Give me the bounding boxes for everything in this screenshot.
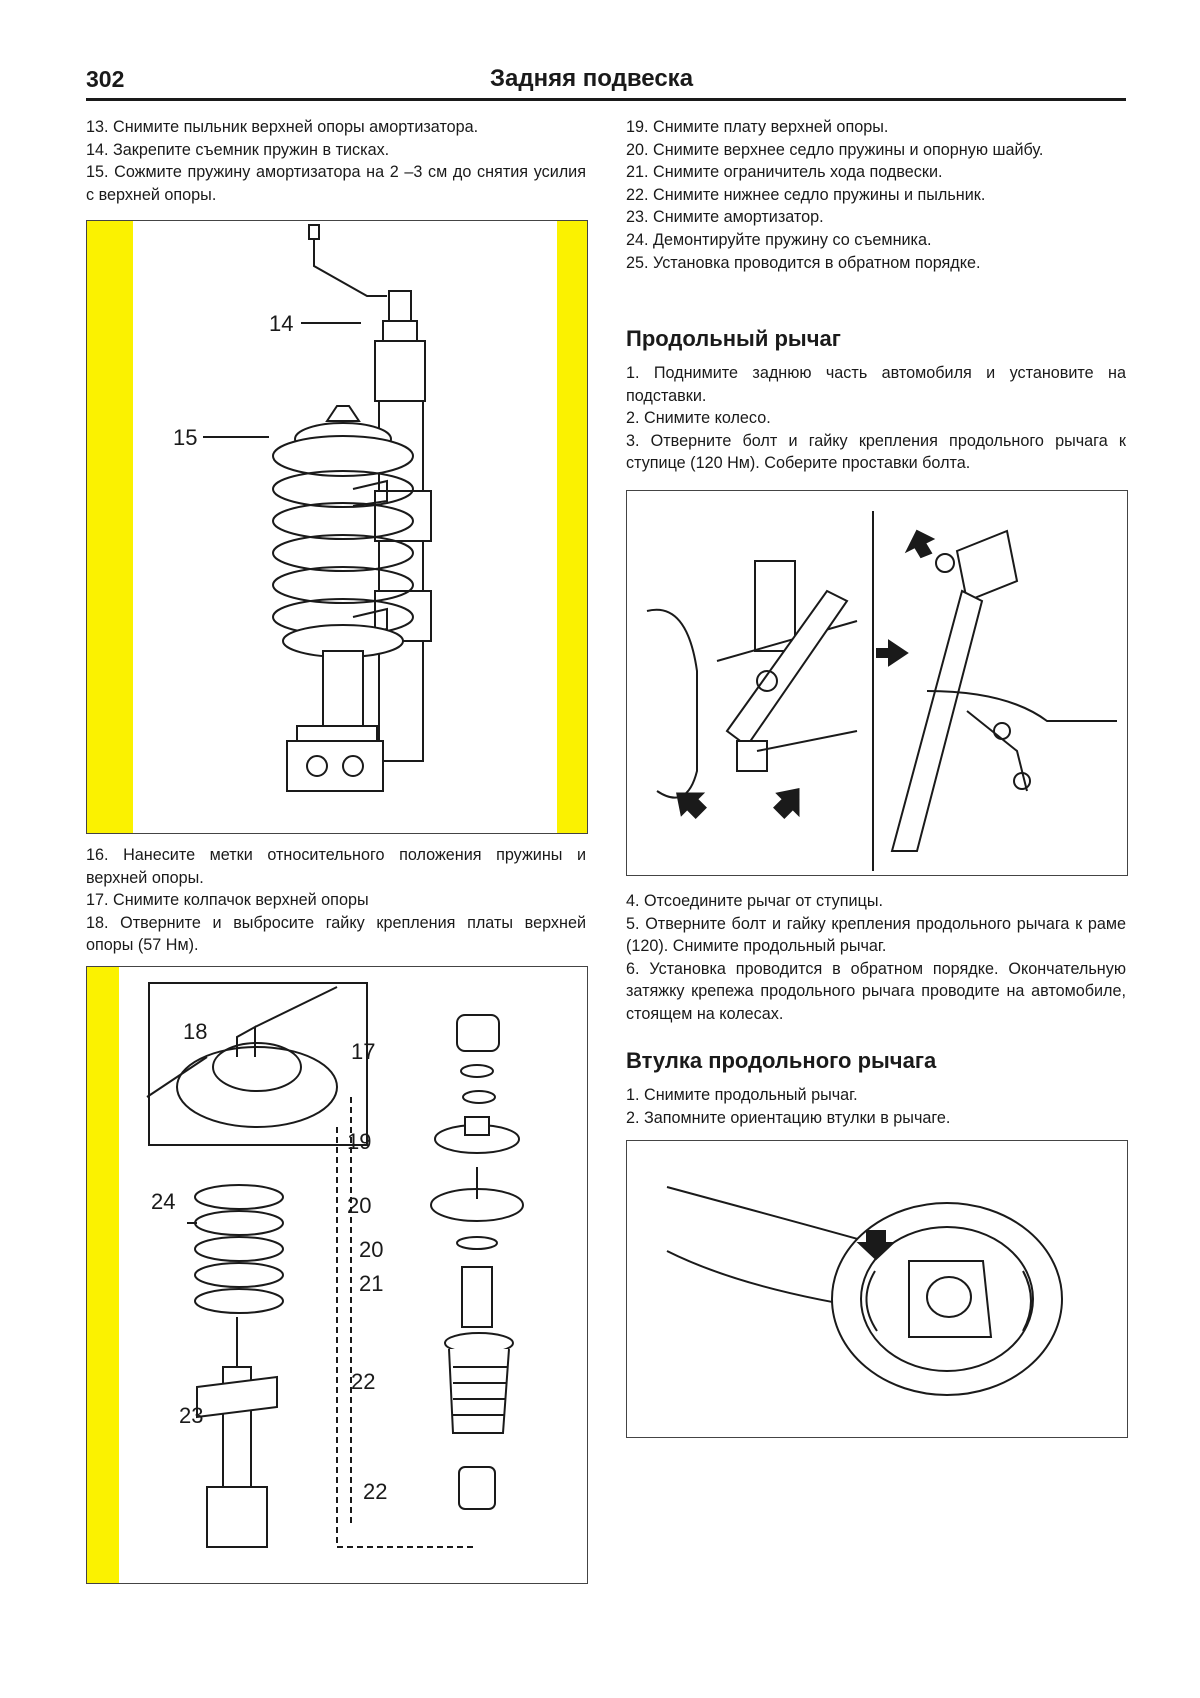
step-17: 17. Снимите колпачок верхней опоры: [86, 891, 369, 910]
step-19: 19. Снимите плату верхней опоры.: [626, 118, 889, 136]
heading-arm-bushing: Втулка продольного рычага: [626, 1048, 937, 1073]
left-text-mid: 16. Нанесите метки относительного положе…: [86, 844, 586, 957]
arm-step-2: 2. Снимите колесо.: [626, 409, 771, 428]
yellow-margin-left: [87, 221, 133, 833]
step-21: 21. Снимите ограничитель хода подвески.: [626, 163, 943, 182]
trailing-arm-steps-after: 4. Отсоедините рычаг от ступицы. 5. Отве…: [626, 890, 1126, 1026]
step-16: 16. Нанесите метки относительного положе…: [86, 846, 586, 887]
callout-18: 18: [183, 1019, 207, 1044]
figure-spring-compressor: 14 15: [86, 220, 588, 834]
callout-22a: 22: [351, 1369, 375, 1394]
step-15: 15. Сожмите пружину амортизатора на 2 –3…: [86, 163, 586, 204]
bushing-steps: 1. Снимите продольный рычаг. 2. Запомнит…: [626, 1084, 1126, 1129]
step-13: 13. Снимите пыльник верхней опоры аморти…: [86, 118, 479, 136]
step-22: 22. Снимите нижнее седло пружины и пыльн…: [626, 185, 986, 204]
callout-24: 24: [151, 1189, 175, 1214]
strut-exploded-drawing: 18 17 19 24 20 20 21 22 23 22: [146, 982, 524, 1548]
arm-step-3: 3. Отверните болт и гайку крепления прод…: [626, 431, 1126, 473]
arm-step-1: 1. Поднимите заднюю часть автомобиля и у…: [626, 364, 1126, 405]
bushing-step-2: 2. Запомните ориентацию втулки в рычаге.: [626, 1108, 951, 1127]
spring-compressor-drawing: 14 15: [173, 224, 432, 792]
arm-step-4: 4. Отсоедините рычаг от ступицы.: [626, 892, 883, 910]
figure-trailing-arm: [626, 490, 1128, 876]
callout-14: 14: [269, 311, 293, 336]
step-24: 24. Демонтируйте пружину со съемника.: [626, 230, 932, 249]
callout-15: 15: [173, 425, 197, 450]
arm-step-5: 5. Отверните болт и гайку крепления прод…: [626, 914, 1126, 956]
page-header: 302 Задняя подвеска: [86, 62, 1126, 102]
callout-19: 19: [347, 1129, 371, 1154]
page-number: 302: [86, 66, 125, 92]
step-14: 14. Закрепите съемник пружин в тисках.: [86, 140, 390, 159]
arm-bushing-drawing: [666, 1186, 1063, 1396]
page-title: Задняя подвеска: [490, 65, 694, 92]
figure-arm-bushing: [626, 1140, 1128, 1438]
step-20: 20. Снимите верхнее седло пружины и опор…: [626, 140, 1044, 159]
callout-23: 23: [179, 1403, 203, 1428]
callout-17: 17: [351, 1039, 375, 1064]
header-rule: [86, 98, 1126, 101]
step-23: 23. Снимите амортизатор.: [626, 208, 824, 227]
callout-20a: 20: [347, 1193, 371, 1218]
callout-20b: 20: [359, 1237, 383, 1262]
callout-22b: 22: [363, 1479, 387, 1504]
right-text-top: 19. Снимите плату верхней опоры. 20. Сни…: [626, 116, 1126, 274]
left-text-top: 13. Снимите пыльник верхней опоры аморти…: [86, 116, 586, 206]
trailing-arm-drawing: [646, 511, 1117, 871]
trailing-arm-steps: 1. Поднимите заднюю часть автомобиля и у…: [626, 362, 1126, 475]
step-18: 18. Отверните и выбросите гайку креплени…: [86, 913, 586, 955]
yellow-margin-right: [557, 221, 587, 833]
callout-21: 21: [359, 1271, 383, 1296]
step-25: 25. Установка проводится в обратном поря…: [626, 253, 981, 272]
yellow-margin-left-2: [87, 967, 119, 1583]
figure-strut-exploded: 18 17 19 24 20 20 21 22 23 22: [86, 966, 588, 1584]
heading-trailing-arm: Продольный рычаг: [626, 326, 841, 351]
bushing-step-1: 1. Снимите продольный рычаг.: [626, 1086, 858, 1104]
arm-step-6: 6. Установка проводится в обратном поряд…: [626, 959, 1126, 1023]
